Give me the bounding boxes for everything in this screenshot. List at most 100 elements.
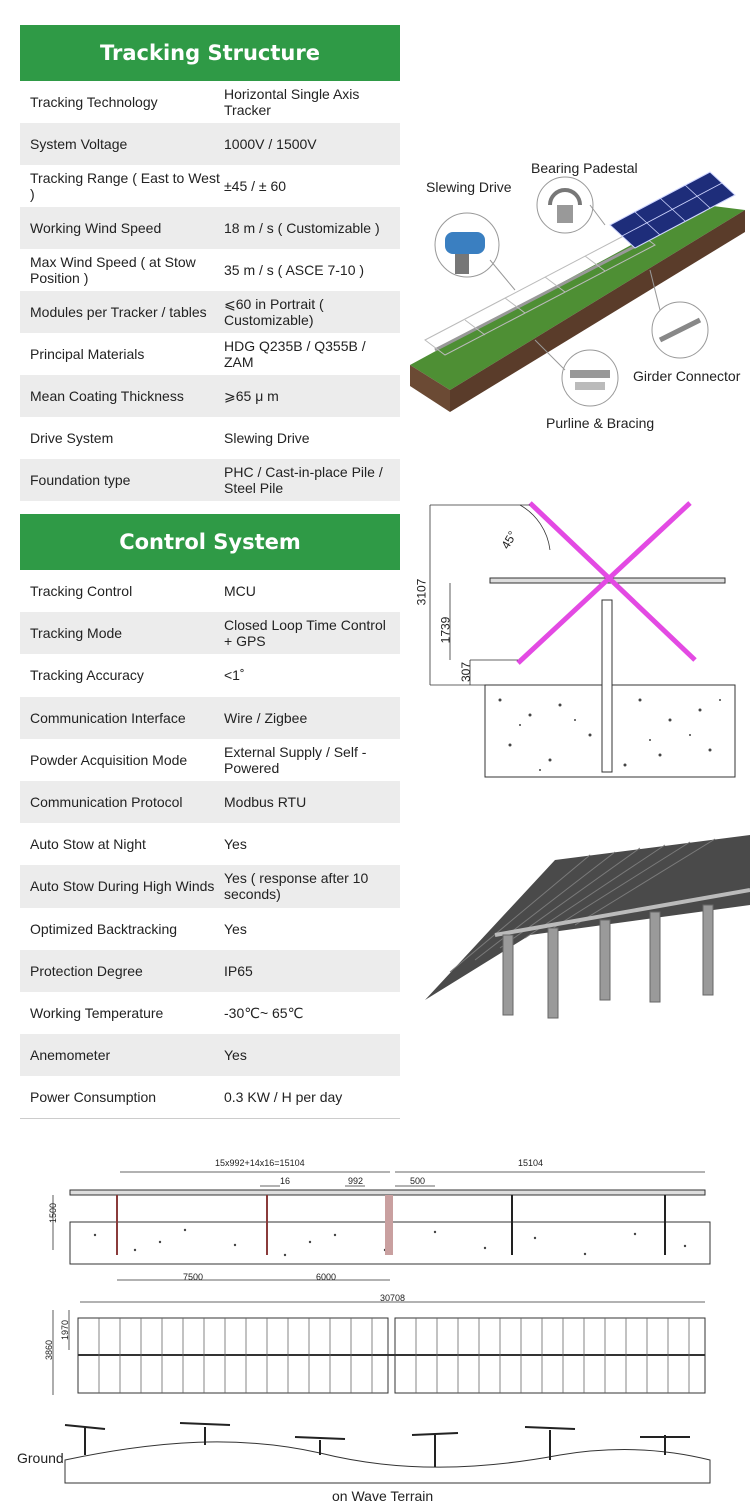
tracking-structure-row: System Voltage 1000V / 1500V [20,123,400,165]
control-system-row: Optimized Backtracking Yes [20,908,400,950]
tracking-structure-value: Slewing Drive [224,430,310,446]
tracking-structure-title: Tracking Structure [20,25,400,81]
control-system-value: Yes [224,1047,247,1064]
control-system-key: Auto Stow During High Winds [30,878,215,895]
tracker-3d-illustration: Bearing Padestal Slewing Drive Girder Co… [405,150,750,440]
dim-3860: 3860 [44,1339,55,1361]
tracking-structure-key: Tracking Range ( East to West ) [30,170,220,202]
tracking-structure-key: Tracking Technology [30,94,158,110]
tracking-structure-value: HDG Q235B / Q355B / ZAM [224,338,366,370]
control-system-value: <1˚ [224,667,245,684]
dim-1500: 1500 [48,1202,59,1224]
control-system-key: Power Consumption [30,1089,157,1106]
dim-1970: 1970 [60,1319,71,1341]
tracker-array-render [420,830,750,1030]
bearing-pedestal-label: Bearing Padestal [531,160,638,176]
dim-16: 16 [280,1176,291,1186]
control-system-value: 0.3 KW / H per day [224,1089,343,1106]
tracking-structure-value: Horizontal Single Axis Tracker [224,86,360,118]
tracking-structure-value: ⩽60 in Portrait ( Customizable) [224,296,324,328]
control-system-value: -30℃~ 65℃ [224,1004,304,1021]
control-system-value: IP65 [224,962,253,979]
tracking-structure-row: Drive System Slewing Drive [20,417,400,459]
control-system-row: Powder Acquisition Mode External Supply /… [20,739,400,781]
control-system-value: Modbus RTU [224,794,307,811]
control-system-value: Yes [224,836,247,853]
control-system-key: Tracking Mode [30,625,123,642]
control-system-row: Auto Stow During High Winds Yes ( respons… [20,865,400,908]
dim-7500: 7500 [183,1272,204,1282]
tracking-structure-row: Tracking Range ( East to West )±45 / ± 6… [20,165,400,207]
control-system-key: Communication Protocol [30,794,183,811]
control-system-title: Control System [20,514,400,570]
tracking-structure-key: Max Wind Speed ( at Stow Position ) [30,254,196,286]
tracking-structure-row: Mean Coating Thickness ⩾65 μ m [20,375,400,417]
control-system-key: Tracking Control [30,583,133,600]
tracking-structure-row: Working Wind Speed 18 m / s ( Customizabl… [20,207,400,249]
control-system-row: Anemometer Yes [20,1034,400,1077]
dim-formula: 15x992+14x16=15104 [215,1158,305,1168]
dim-1739: 1739 [438,616,453,644]
tracking-structure-key: Mean Coating Thickness [30,388,184,404]
tracking-structure-row: Tracking Technology Horizontal Single Axi… [20,81,400,123]
control-system-row: Communication Interface Wire / Zigbee [20,696,400,739]
control-system-key: Tracking Accuracy [30,667,144,684]
control-system-row: Auto Stow at Night Yes [20,823,400,865]
control-system-key: Protection Degree [30,962,143,979]
dim-500: 500 [410,1176,426,1186]
ground-label: Ground [17,1450,64,1466]
dim-307: 307 [459,661,474,683]
tracking-structure-row: Modules per Tracker / tables ⩽60 in Portr… [20,291,400,333]
tracking-structure-value: 18 m / s ( Customizable ) [224,220,380,236]
wave-terrain-drawing: Ground on Wave Terrain [0,1415,750,1512]
control-system-key: Auto Stow at Night [30,836,146,853]
tracking-structure-row: Principal Materials HDG Q235B / Q355B / Z… [20,333,400,375]
control-system-key: Optimized Backtracking [30,920,178,937]
tracking-structure-value: ⩾65 μ m [224,388,279,404]
control-system-value: Yes [224,920,247,937]
control-system-value: Yes ( response after 10 seconds) [224,870,369,903]
dim-15104: 15104 [518,1158,544,1168]
tracking-structure-key: System Voltage [30,136,128,152]
layout-plan-drawing: 15x992+14x16=15104 16 992 500 15104 1500… [44,1150,715,1400]
control-system-value: Wire / Zigbee [224,709,308,726]
tracking-structure-value: 35 m / s ( ASCE 7-10 ) [224,262,365,278]
dim-30708: 30708 [380,1293,406,1303]
control-system-row: Protection Degree IP65 [20,949,400,992]
tracker-dimension-drawing: 3107 1739 307 45° [410,495,750,785]
girder-connector-label: Girder Connector [633,368,741,384]
control-system-value: Closed Loop Time Control + GPS [224,617,386,650]
dim-992: 992 [348,1176,364,1186]
control-system-key: Communication Interface [30,709,186,726]
tracking-structure-value: PHC / Cast-in-place Pile / Steel Pile [224,464,383,496]
control-system-row: Working Temperature -30℃~ 65℃ [20,992,400,1034]
tracking-structure-row: Foundation type PHC / Cast-in-place Pile … [20,459,400,501]
wave-terrain-caption: on Wave Terrain [332,1488,434,1504]
dim-3107: 3107 [414,578,429,606]
tracking-structure-key: Foundation type [30,472,131,488]
control-system-row: Power Consumption 0.3 KW / H per day [20,1076,400,1118]
control-system-key: Powder Acquisition Mode [30,751,188,768]
control-system-value: MCU [224,583,256,600]
tracking-structure-key: Principal Materials [30,346,145,362]
control-system-key: Working Temperature [30,1004,164,1021]
tracking-structure-key: Modules per Tracker / tables [30,304,207,320]
purline-bracing-label: Purline & Bracing [546,415,655,431]
control-system-row: Communication Protocol Modbus RTU [20,780,400,824]
tracking-structure-row: Max Wind Speed ( at Stow Position ) 35 m … [20,249,400,291]
control-system-value: External Supply / Self -Powered [224,743,367,776]
slewing-drive-label: Slewing Drive [426,179,512,195]
control-system-row: Tracking Mode Closed Loop Time Control + … [20,612,400,655]
control-system-rows: Tracking Control MCU Tracking Mode Closed L… [20,570,400,1120]
dim-6000: 6000 [316,1272,337,1282]
control-system-key: Anemometer [30,1047,111,1064]
tracking-structure-table: Tracking Structure Tracking Technology Ho… [20,25,400,501]
tracking-structure-value: 1000V / 1500V [224,136,317,152]
control-system-row: Tracking Accuracy <1˚ [20,654,400,696]
tracking-structure-rows: Tracking Technology Horizontal Single Axi… [20,81,400,501]
tracking-structure-key: Working Wind Speed [30,220,162,236]
tracking-structure-value: ±45 / ± 60 [224,178,287,194]
tracking-structure-key: Drive System [30,430,114,446]
control-system-row: Tracking Control MCU [20,570,400,612]
